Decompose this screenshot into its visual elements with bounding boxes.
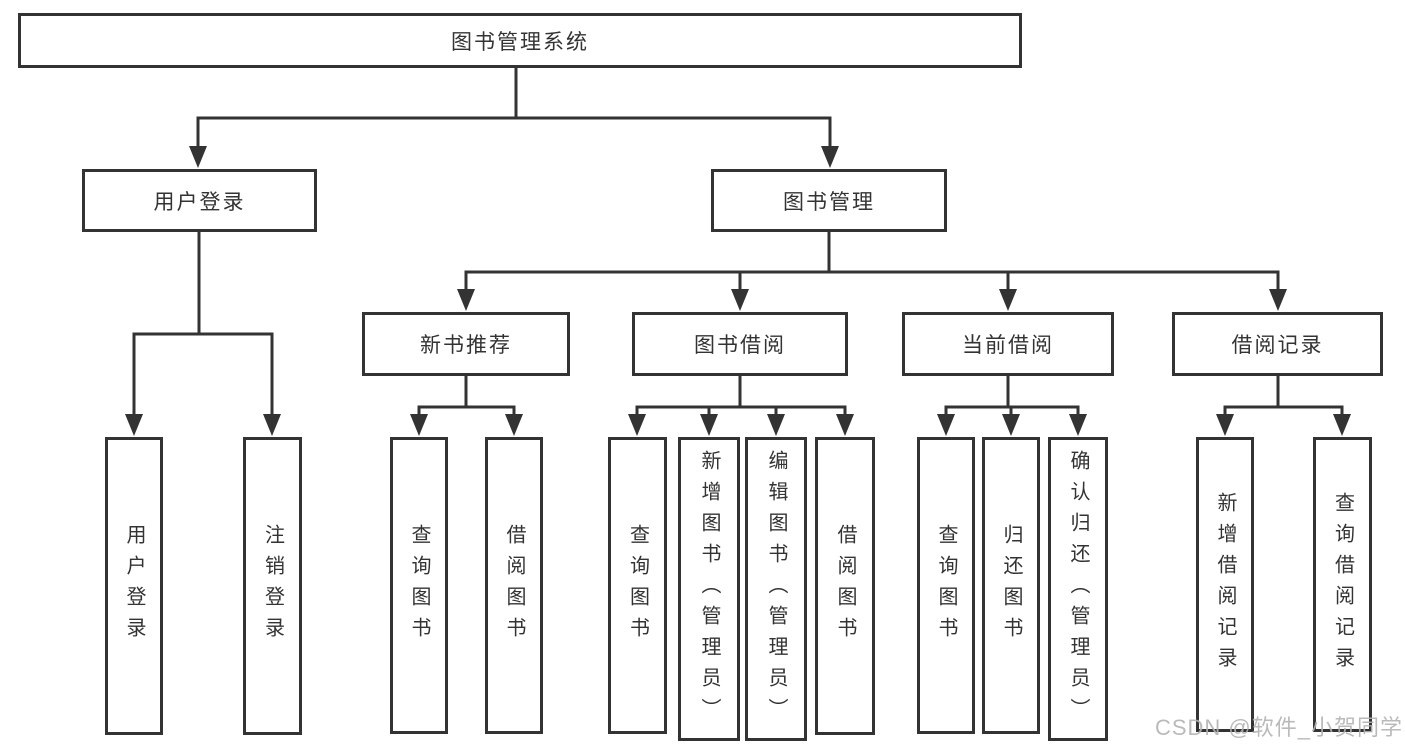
arrowhead <box>189 146 207 168</box>
arrowhead <box>1333 414 1351 436</box>
arrowhead <box>821 146 839 168</box>
leaf-return-books: 归还图书 <box>982 437 1040 734</box>
leaf-user-login-label: 用户登录 <box>123 524 145 648</box>
leaf-edit-book-admin: 编辑图书（管理员） <box>745 437 807 741</box>
node-root: 图书管理系统 <box>18 13 1022 68</box>
leaf-borrow-books-recommend: 借阅图书 <box>485 437 543 734</box>
arrowhead <box>125 414 143 436</box>
arrowhead <box>1069 414 1087 436</box>
arrowhead <box>410 414 428 436</box>
arrowhead <box>937 414 955 436</box>
leaf-logout-label: 注销登录 <box>261 524 284 648</box>
leaf-edit-book-admin-label: 编辑图书（管理员） <box>765 449 787 729</box>
node-current-borrowing: 当前借阅 <box>902 312 1114 376</box>
leaf-logout: 注销登录 <box>243 437 302 735</box>
leaf-add-borrow-record-label: 新增借阅记录 <box>1214 491 1236 678</box>
arrowhead <box>457 289 475 311</box>
leaf-borrow-books: 借阅图书 <box>815 437 875 735</box>
leaf-add-borrow-record: 新增借阅记录 <box>1196 437 1254 732</box>
node-user-login: 用户登录 <box>82 169 317 232</box>
leaf-query-books-borrow: 查询图书 <box>608 437 667 734</box>
arrowhead <box>263 414 281 436</box>
node-book-management: 图书管理 <box>711 169 947 232</box>
leaf-return-books-label: 归还图书 <box>1000 523 1022 648</box>
leaf-borrow-books-label: 借阅图书 <box>834 524 856 648</box>
node-borrowing-records-label: 借阅记录 <box>1231 334 1324 357</box>
leaf-query-borrow-record: 查询借阅记录 <box>1313 437 1372 732</box>
leaf-query-borrow-record-label: 查询借阅记录 <box>1331 491 1354 678</box>
leaf-query-books-current: 查询图书 <box>917 437 975 734</box>
arrowhead <box>1002 414 1020 436</box>
arrowhead <box>836 414 854 436</box>
arrowhead <box>700 414 718 436</box>
arrowhead <box>999 289 1017 311</box>
leaf-confirm-return-admin: 确认归还（管理员） <box>1048 437 1108 741</box>
node-book-borrowing-label: 图书借阅 <box>694 334 786 357</box>
node-user-login-label: 用户登录 <box>153 190 246 214</box>
leaf-query-books-current-label: 查询图书 <box>935 523 957 648</box>
node-book-management-label: 图书管理 <box>783 190 875 214</box>
arrowhead <box>628 414 646 436</box>
leaf-add-book-admin: 新增图书（管理员） <box>678 437 740 741</box>
leaf-borrow-books-recommend-label: 借阅图书 <box>503 523 525 648</box>
leaf-confirm-return-admin-label: 确认归还（管理员） <box>1067 449 1089 729</box>
node-current-borrowing-label: 当前借阅 <box>962 334 1054 357</box>
node-new-book-recommend: 新书推荐 <box>362 312 570 376</box>
node-new-book-recommend-label: 新书推荐 <box>420 334 512 357</box>
leaf-add-book-admin-label: 新增图书（管理员） <box>698 449 720 729</box>
arrowhead <box>767 414 785 436</box>
arrowhead <box>1216 414 1234 436</box>
leaf-query-books-recommend-label: 查询图书 <box>408 523 430 648</box>
arrowhead <box>731 289 749 311</box>
arrowhead <box>505 414 523 436</box>
leaf-query-books-recommend: 查询图书 <box>390 437 448 734</box>
arrowhead <box>1269 289 1287 311</box>
node-borrowing-records: 借阅记录 <box>1172 312 1383 376</box>
leaf-user-login: 用户登录 <box>105 437 163 735</box>
tree-edges <box>132 66 1344 416</box>
node-book-borrowing: 图书借阅 <box>632 312 848 376</box>
node-root-label: 图书管理系统 <box>451 30 589 54</box>
leaf-query-books-borrow-label: 查询图书 <box>626 523 649 648</box>
